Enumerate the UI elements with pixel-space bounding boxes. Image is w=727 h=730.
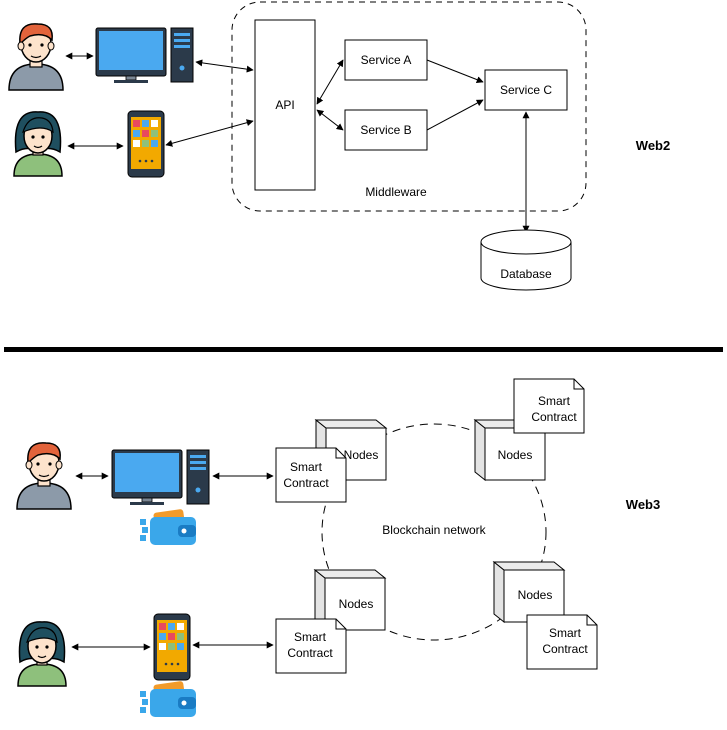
middleware-container	[231, 1, 587, 212]
arrow-phone-api	[165, 119, 254, 147]
desktop-computer-icon	[95, 27, 194, 84]
blockchain-network-circle	[321, 423, 547, 641]
middleware-label: Middleware	[365, 185, 427, 199]
api-label: API	[275, 98, 294, 112]
desktop-computer-icon	[111, 449, 210, 506]
smart-contract-label-line1: Smart	[549, 626, 582, 640]
smart-contract-label-line2: Contract	[542, 642, 588, 656]
smart-contract-label-line2: Contract	[287, 646, 333, 660]
arrow-api-service-b	[316, 109, 344, 131]
service-c-label: Service C	[500, 83, 552, 97]
arrow-api-service-a	[316, 59, 344, 105]
arrow-service-a-c	[426, 59, 484, 83]
arrow-computer-api	[195, 59, 254, 73]
smart-contract-label-line2: Contract	[531, 410, 577, 424]
service-a-label: Service A	[361, 53, 412, 67]
nodes-label: Nodes	[339, 597, 374, 611]
wallet-icon	[140, 680, 196, 717]
person-female-icon	[17, 621, 67, 687]
smart-contract-label-line2: Contract	[283, 476, 329, 490]
person-male-icon	[8, 23, 64, 91]
smart-contract-label-line1: Smart	[538, 394, 571, 408]
wallet-icon	[140, 508, 196, 545]
person-female-icon	[13, 111, 63, 177]
service-c-box	[484, 69, 568, 111]
database-label: Database	[500, 267, 552, 281]
smartphone-icon	[127, 110, 165, 178]
section-divider	[4, 347, 723, 352]
service-b-label: Service B	[360, 123, 411, 137]
document-icon	[275, 447, 347, 503]
web2-section-label: Web2	[636, 138, 670, 153]
blockchain-network-label: Blockchain network	[382, 523, 486, 537]
nodes-label: Nodes	[498, 448, 533, 462]
smart-contract-label-line1: Smart	[294, 630, 327, 644]
api-box	[254, 19, 316, 191]
person-male-icon	[16, 442, 72, 510]
web3-section-label: Web3	[626, 497, 660, 512]
service-b-box	[344, 109, 428, 151]
smartphone-icon	[153, 613, 191, 681]
nodes-label: Nodes	[518, 588, 553, 602]
arrow-service-b-c	[426, 99, 484, 131]
nodes-label: Nodes	[344, 448, 379, 462]
database-icon	[480, 229, 572, 291]
smart-contract-label-line1: Smart	[290, 460, 323, 474]
